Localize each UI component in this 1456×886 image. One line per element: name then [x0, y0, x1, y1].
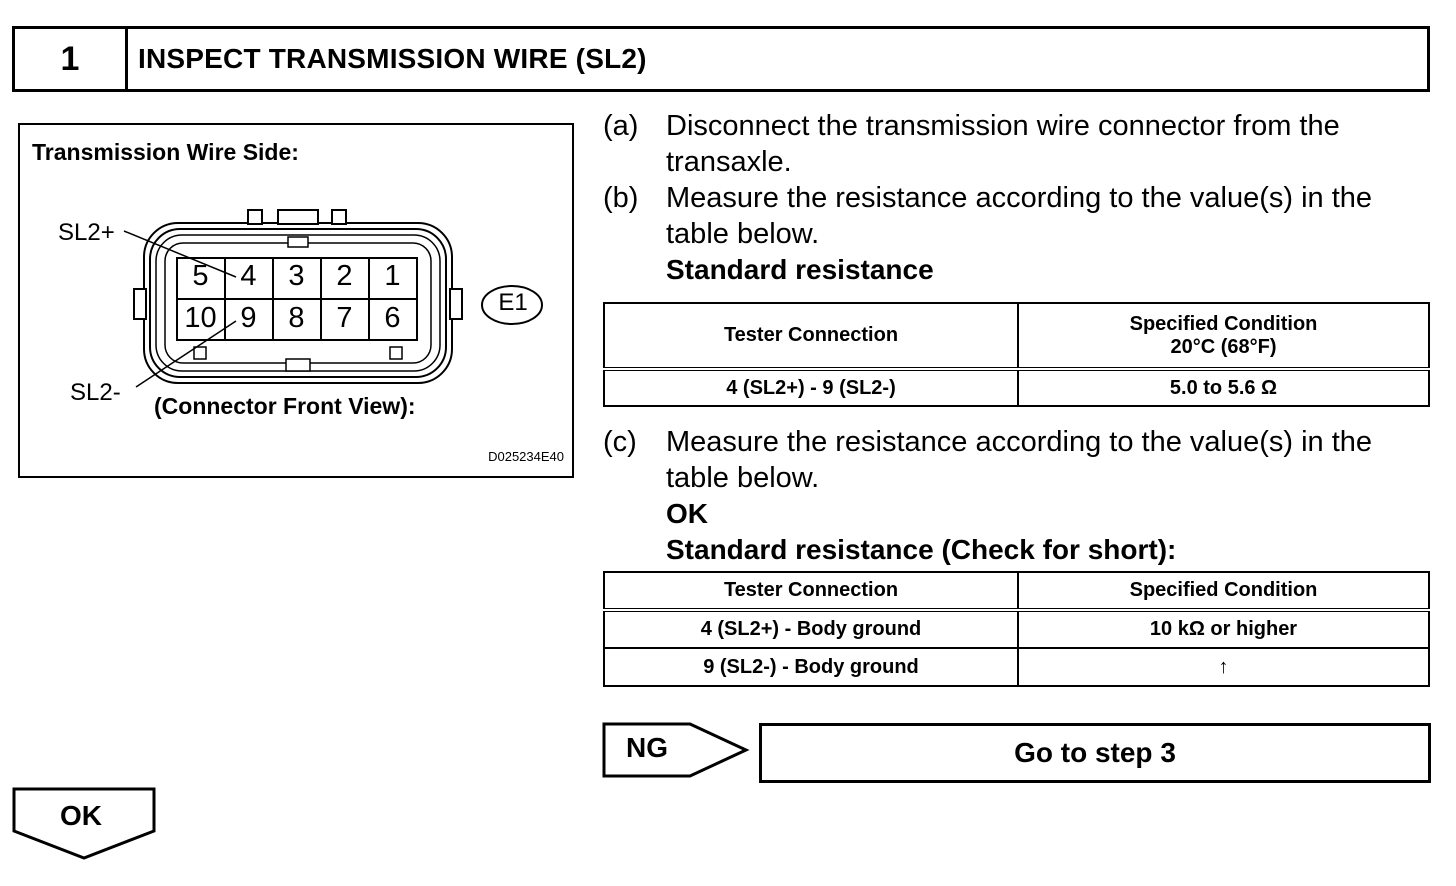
resistance-table: Tester Connection Specified Condition 20…: [603, 302, 1430, 407]
pin-8: 8: [288, 302, 305, 334]
step-number: 1: [15, 29, 128, 89]
pin-6: 6: [384, 302, 401, 334]
step-title: INSPECT TRANSMISSION WIRE (SL2): [138, 43, 647, 74]
header-specified-condition: Specified Condition: [1017, 571, 1430, 612]
ok-arrow-shape: [12, 787, 156, 860]
pin-3: 3: [288, 260, 305, 292]
figure-code: D025234E40: [488, 449, 564, 464]
connector-drawing: [123, 209, 543, 388]
table-row: 4 (SL2+) - 9 (SL2-) 5.0 to 5.6 Ω: [603, 368, 1430, 407]
sl2-plus-label: SL2+: [58, 219, 115, 246]
pin-5: 5: [192, 260, 209, 292]
step-header: 1 INSPECT TRANSMISSION WIRE (SL2): [12, 26, 1430, 92]
go-to-step-box: Go to step 3: [759, 723, 1431, 783]
step-c-text: Measure the resistance according to the …: [666, 426, 1373, 494]
illustration-title: Transmission Wire Side:: [32, 139, 299, 165]
step-b-mark: (b): [603, 182, 639, 214]
header-specified-condition-line2: 20°C (68°F): [1170, 335, 1277, 358]
header-specified-condition-line1: Specified Condition: [1129, 312, 1318, 335]
table-header-row: Tester Connection Specified Condition: [603, 571, 1430, 612]
connector-illustration: Transmission Wire Side: SL2+ SL2- E1 (Co…: [18, 123, 574, 478]
table-row: 9 (SL2-) - Body ground ↑: [603, 647, 1430, 687]
table1-heading: Standard resistance: [666, 254, 934, 285]
header-tester-connection: Tester Connection: [603, 302, 1019, 371]
table2-heading: Standard resistance (Check for short):: [666, 534, 1177, 565]
cell-condition: 10 kΩ or higher: [1017, 609, 1430, 649]
cell-connection: 4 (SL2+) - Body ground: [603, 609, 1019, 649]
header-tester-connection: Tester Connection: [603, 571, 1019, 612]
pin-1: 1: [384, 260, 401, 292]
header-specified-condition: Specified Condition 20°C (68°F): [1017, 302, 1430, 371]
step-b-text: Measure the resistance according to the …: [666, 182, 1373, 250]
cell-connection: 4 (SL2+) - 9 (SL2-): [603, 368, 1019, 407]
table-header-row: Tester Connection Specified Condition 20…: [603, 302, 1430, 371]
cell-condition: ↑: [1017, 647, 1430, 687]
pin-4: 4: [240, 260, 257, 292]
step-c-mark: (c): [603, 426, 637, 458]
connector-id-label: E1: [498, 289, 528, 316]
short-check-table: Tester Connection Specified Condition 4 …: [603, 571, 1430, 687]
ok-text: OK: [666, 498, 708, 529]
ng-label: NG: [626, 732, 668, 763]
cell-condition: 5.0 to 5.6 Ω: [1017, 368, 1430, 407]
table-row: 4 (SL2+) - Body ground 10 kΩ or higher: [603, 609, 1430, 649]
ok-label: OK: [60, 800, 102, 831]
ng-arrow-shape: [602, 722, 750, 778]
pin-2: 2: [336, 260, 353, 292]
cell-connection: 9 (SL2-) - Body ground: [603, 647, 1019, 687]
step-a-text: Disconnect the transmission wire connect…: [666, 110, 1340, 178]
step-a-mark: (a): [603, 110, 639, 142]
pin-7: 7: [336, 302, 353, 334]
pin-9: 9: [240, 302, 257, 334]
pin-10: 10: [184, 302, 217, 334]
sl2-minus-label: SL2-: [70, 379, 121, 406]
connector-view-label: (Connector Front View):: [154, 393, 416, 419]
